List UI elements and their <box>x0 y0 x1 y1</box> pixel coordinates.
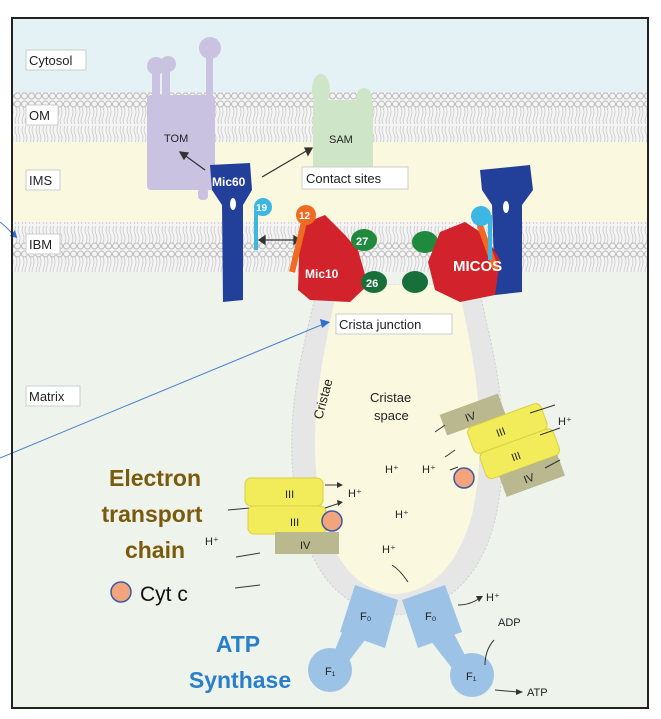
matrix-label: Matrix <box>29 389 65 404</box>
f0-label: F₀ <box>360 611 371 623</box>
etc-label-1: Electron <box>109 465 201 491</box>
etc-label-3: chain <box>125 537 185 563</box>
mic27-label: 27 <box>356 236 368 248</box>
etc-left: III III IV <box>227 477 343 589</box>
sam-label: SAM <box>329 134 353 146</box>
h-plus-label: H⁺ <box>486 592 500 604</box>
complex-iii-label: III <box>290 517 299 529</box>
mic12-label: 12 <box>299 211 311 222</box>
proton-labels: H⁺ H⁺ H⁺ H⁺ H⁺ H⁺ H⁺ H⁺ <box>205 416 572 604</box>
tom-label: TOM <box>164 133 188 145</box>
proton-arrows-right <box>434 404 561 471</box>
mic26-label: 26 <box>366 278 378 290</box>
cytosol-label: Cytosol <box>29 53 72 68</box>
complex-iii-label: III <box>495 426 508 440</box>
cytosol-region <box>12 18 648 92</box>
cristae-space-label-2: space <box>374 408 409 423</box>
atp-legend: ATP Synthase <box>189 631 291 693</box>
om-label: OM <box>29 108 50 123</box>
interaction-arrows <box>178 147 314 246</box>
f1-label: F₁ <box>325 666 336 678</box>
atp-label: ATP <box>527 687 548 699</box>
micos-label: MICOS <box>453 258 502 275</box>
h-plus-label: H⁺ <box>385 464 399 476</box>
f1-label: F₁ <box>466 671 477 683</box>
h-plus-label: H⁺ <box>395 509 409 521</box>
complex-iii-label: III <box>285 489 294 501</box>
figure-frame <box>11 17 649 709</box>
ims-label: IMS <box>29 173 52 188</box>
complex-iv-label: IV <box>522 471 536 486</box>
complex-iv-label: IV <box>300 540 311 552</box>
contact-sites-box <box>301 166 409 190</box>
cytc-icon <box>453 467 475 489</box>
h-plus-label: H⁺ <box>348 488 362 500</box>
cytc-legend-label: Cyt c <box>140 583 188 606</box>
crista-junction-label: Crista junction <box>339 317 421 332</box>
mic60-label: Mic60 <box>212 175 246 189</box>
complex-iii-label: III <box>510 450 523 464</box>
etc-right: IV III III IV <box>439 393 565 497</box>
h-plus-label: H⁺ <box>558 416 572 428</box>
mic10-label: Mic10 <box>305 267 339 281</box>
micos-right: MICOS <box>402 165 533 302</box>
cristae-space-label-1: Cristae <box>370 390 411 405</box>
etc-label-2: transport <box>102 501 203 527</box>
h-plus-label: H⁺ <box>382 544 396 556</box>
mic19-label: 19 <box>256 203 268 214</box>
etc-legend: Electron transport chain <box>102 465 203 563</box>
h-plus-label: H⁺ <box>205 536 219 548</box>
cristae-space <box>314 285 480 594</box>
region-labels: Cytosol OM IMS IBM Matrix <box>25 49 87 407</box>
atp-synthase: F₀ F₀ F₁ F₁ <box>308 585 494 697</box>
crista-junction-box <box>335 313 453 335</box>
atp-legend-label-1: ATP <box>216 631 260 657</box>
h-plus-label: H⁺ <box>422 464 436 476</box>
cytc-icon <box>321 510 343 532</box>
sam-complex: SAM <box>312 74 373 185</box>
tom-complex: TOM <box>147 37 221 200</box>
complex-iv-label: IV <box>464 410 478 425</box>
f0-label: F₀ <box>425 611 436 623</box>
atp-legend-label-2: Synthase <box>189 667 291 693</box>
cytc-legend-icon <box>110 581 132 603</box>
ibm-label: IBM <box>29 237 52 252</box>
adp-label: ADP <box>498 617 521 629</box>
mic60-left: Mic60 19 <box>210 163 272 302</box>
contact-sites-label: Contact sites <box>306 171 382 186</box>
mic10-complex: 12 27 26 Mic10 <box>289 205 387 302</box>
